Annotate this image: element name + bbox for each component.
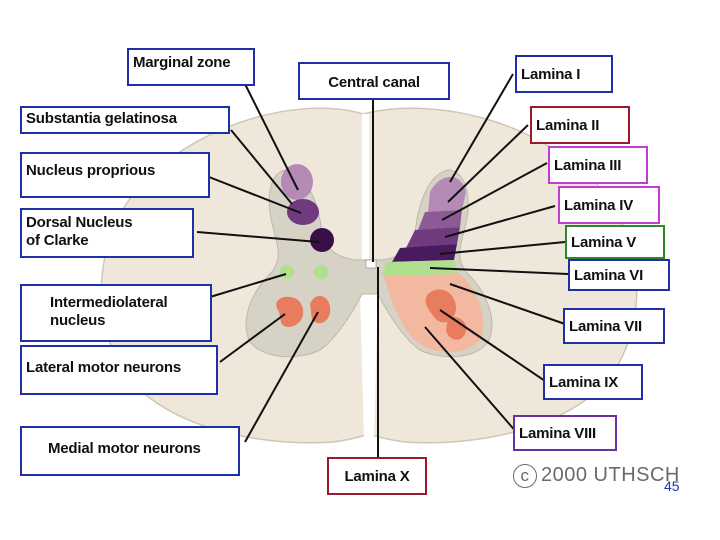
line-lamina-ix	[439, 309, 549, 384]
central-canal-mark	[365, 259, 377, 269]
label-dorsal-nucleus-clarke: Dorsal Nucleus of Clarke	[20, 208, 194, 258]
label-medial-motor-neurons: Medial motor neurons	[20, 426, 240, 476]
label-lamina-x: Lamina X	[327, 457, 427, 495]
line-lamina-viii	[424, 326, 519, 435]
line-intermediolateral	[209, 273, 287, 298]
copyright-text: 2000 UTHSCH	[541, 464, 680, 486]
label-lamina-iv: Lamina IV	[558, 186, 660, 224]
label-lamina-iii: Lamina III	[548, 146, 648, 184]
label-lamina-i: Lamina I	[515, 55, 613, 93]
line-lamina-v	[439, 241, 566, 255]
label-central-canal: Central canal	[298, 62, 450, 100]
line-lamina-vii	[449, 283, 566, 325]
line-nucleus-proprius	[208, 176, 302, 214]
copyright-symbol: c	[513, 464, 537, 488]
right-lamina-i	[428, 177, 466, 212]
right-lamina-ix	[425, 289, 456, 323]
label-lamina-vii: Lamina VII	[563, 308, 665, 344]
pointer-lines	[196, 73, 569, 462]
label-lamina-vi: Lamina VI	[568, 259, 670, 291]
right-lamina-v	[382, 260, 458, 276]
ventral-median-fissure	[360, 290, 378, 440]
line-lamina-iii	[441, 162, 548, 221]
label-substantia-gelatinosa: Substantia gelatinosa	[20, 106, 230, 134]
label-intermediolateral-nucleus: Intermediolateral nucleus	[20, 284, 212, 342]
spinal-cord-diagram	[100, 73, 638, 462]
line-medial-motor	[244, 311, 319, 443]
label-lateral-motor-neurons: Lateral motor neurons	[20, 345, 218, 395]
label-lamina-ix: Lamina IX	[543, 364, 643, 400]
left-intermediolateral-2	[314, 265, 328, 279]
line-marginal-zone	[244, 83, 299, 191]
left-lamina-i	[281, 164, 313, 200]
line-substantia-gelatinosa	[230, 129, 293, 205]
left-intermediolateral	[280, 265, 294, 279]
slide-number: 45	[664, 478, 680, 494]
label-lamina-v: Lamina V	[565, 225, 665, 259]
right-lamina-iv	[392, 244, 457, 262]
label-lamina-ii: Lamina II	[530, 106, 630, 144]
line-lamina-vi	[429, 267, 569, 275]
right-lamina-viii	[446, 316, 467, 340]
line-lamina-iv	[444, 205, 556, 238]
left-clarke-nucleus	[310, 228, 334, 252]
spinal-cord-figure: Marginal zone Central canal Substantia g…	[10, 22, 698, 517]
label-marginal-zone: Marginal zone	[127, 48, 255, 86]
left-lateral-motor	[276, 296, 304, 327]
line-lateral-motor	[219, 313, 286, 363]
dorsal-median-sulcus	[362, 114, 369, 259]
line-lamina-i	[449, 73, 514, 183]
right-lamina-iii	[406, 227, 460, 248]
left-nucleus-proprius	[287, 199, 319, 225]
line-clarke	[196, 231, 320, 243]
line-lamina-ii	[447, 124, 529, 203]
label-nucleus-proprius: Nucleus proprious	[20, 152, 210, 198]
label-lamina-viii: Lamina VIII	[513, 415, 617, 451]
